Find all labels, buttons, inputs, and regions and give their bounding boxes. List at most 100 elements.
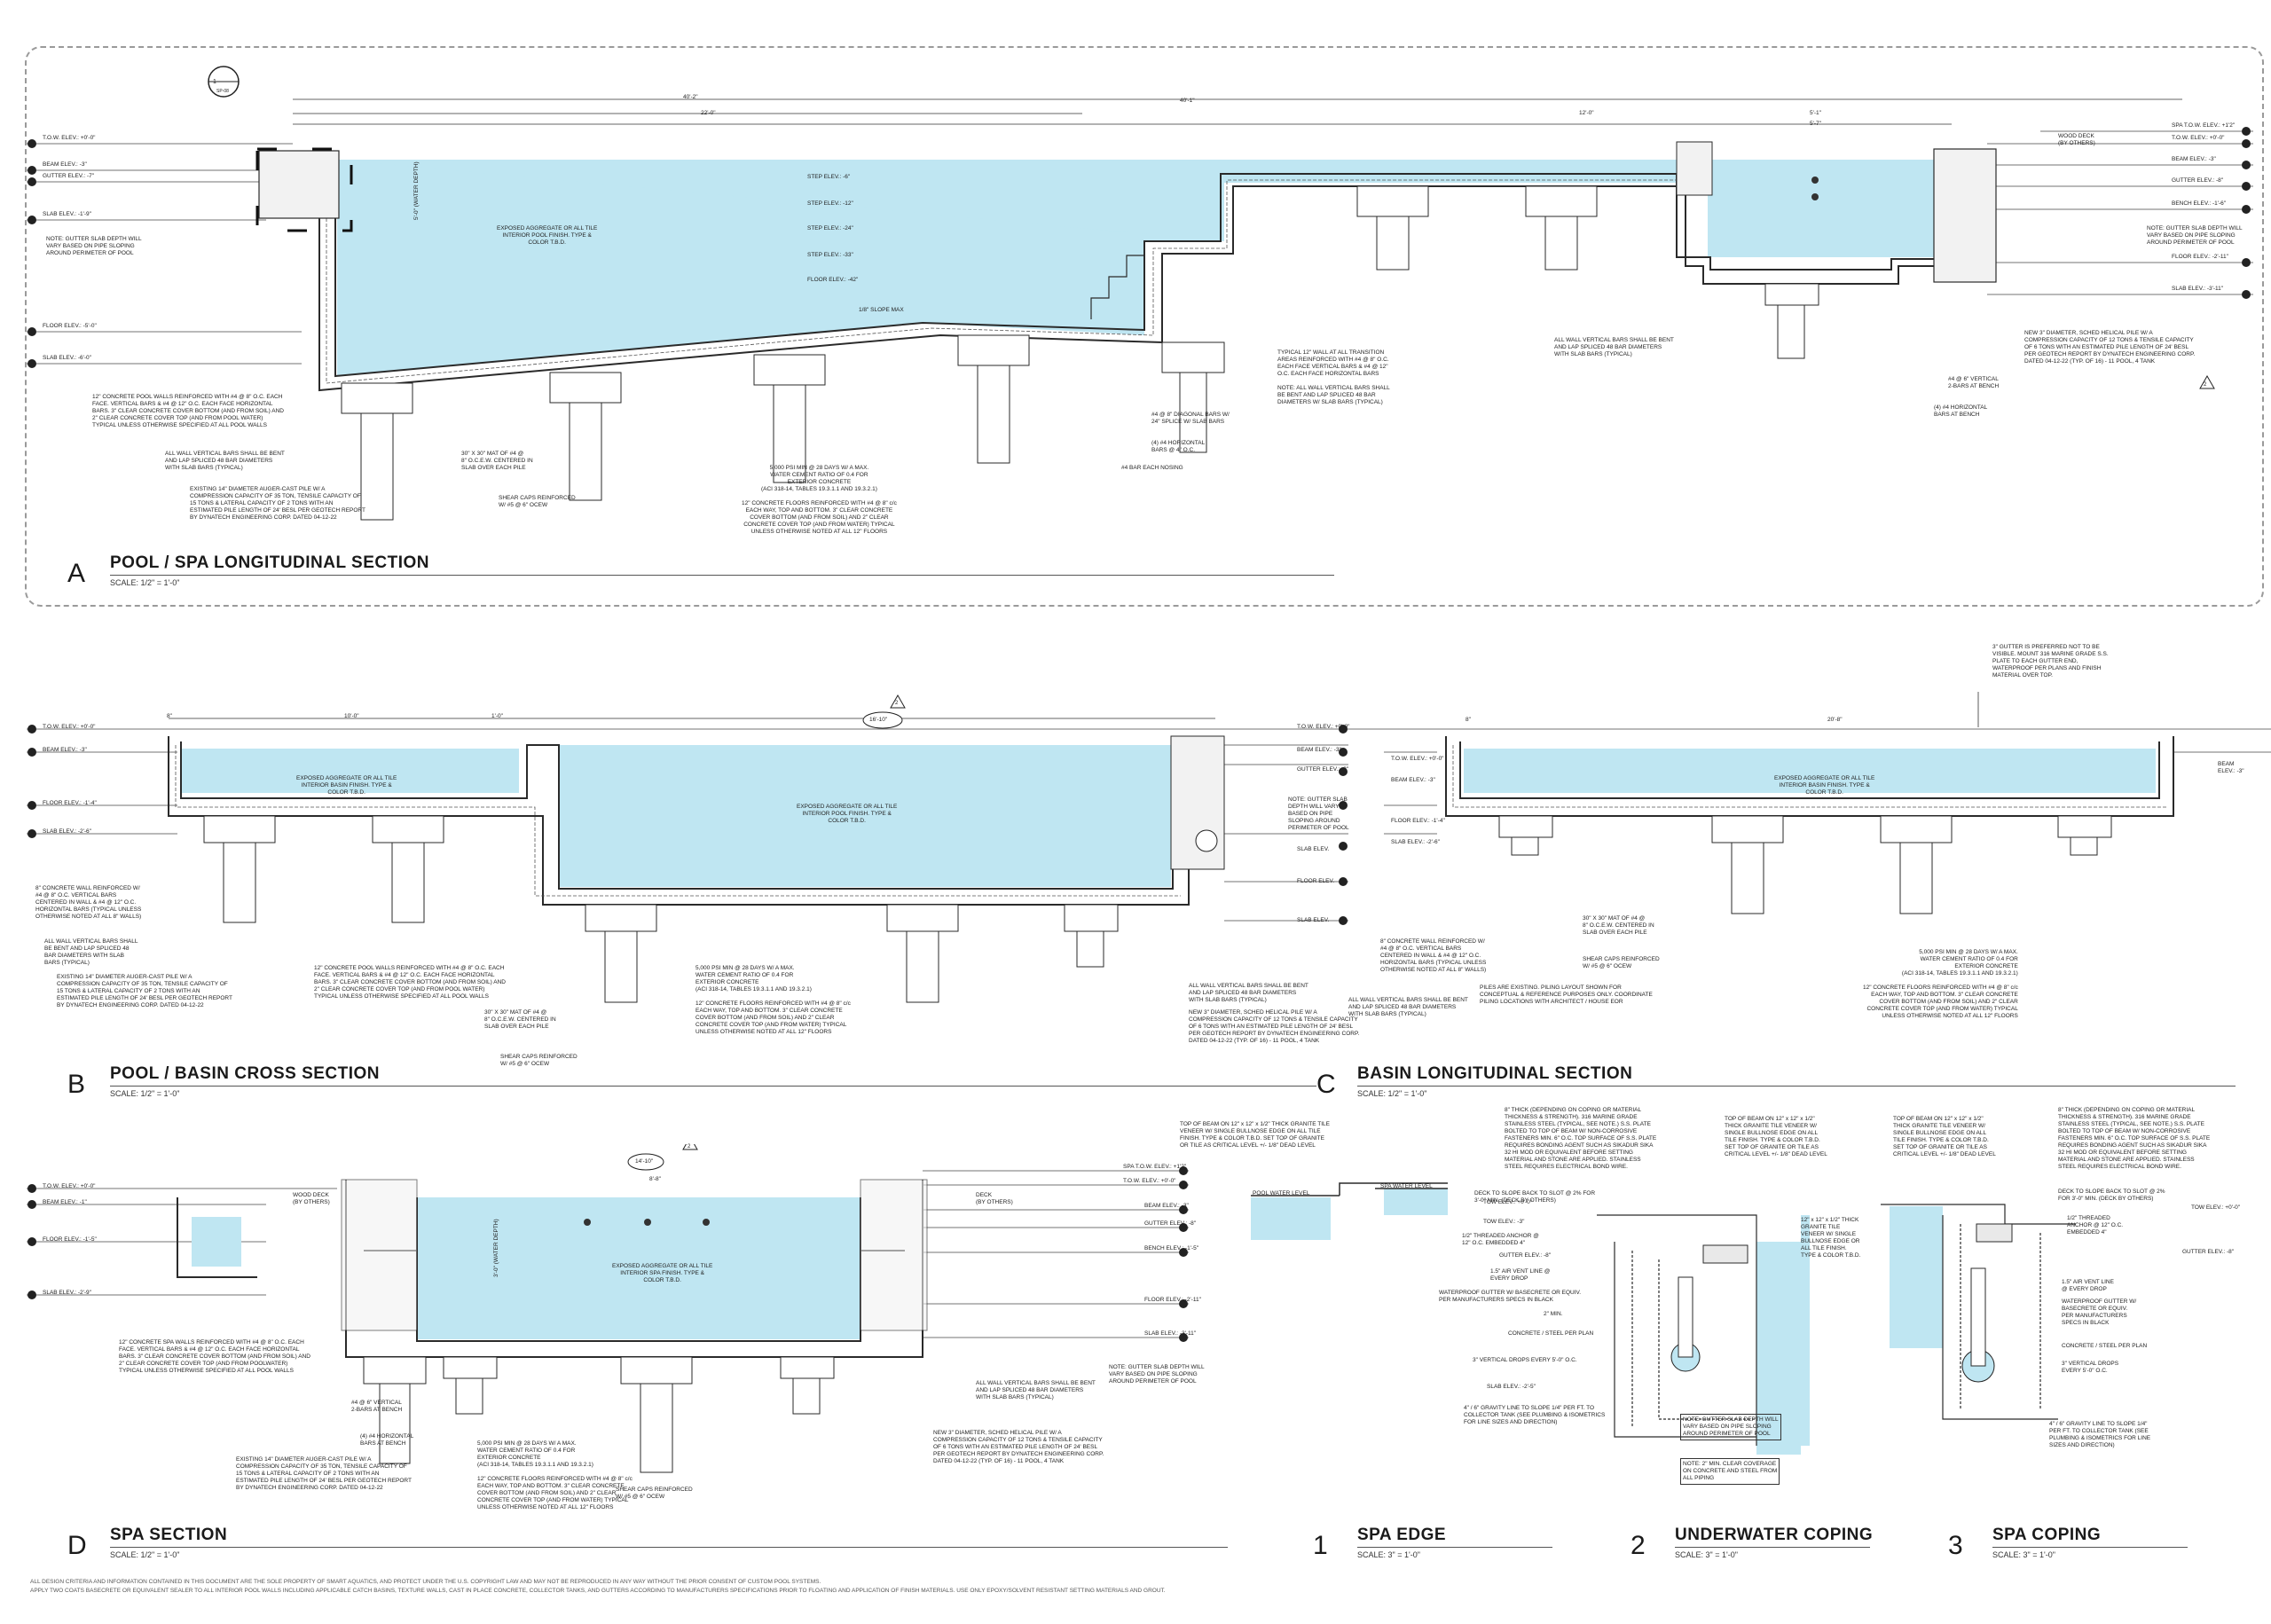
detail-3-drawing <box>1881 1204 2076 1420</box>
section-a-drawing <box>27 66 2253 521</box>
section-c-title: BASIN LONGITUDINAL SECTION <box>1357 1064 1633 1083</box>
d-elev-r-beam: BEAM ELEV.: -3" <box>1144 1203 1189 1209</box>
a-elev-r-floor: FLOOR ELEV.: -2'-11" <box>2172 254 2228 260</box>
section-a-letter: A <box>67 559 86 588</box>
a-elev-slab: SLAB ELEV.: -1'-9" <box>43 211 91 217</box>
d-note-floor: 5,000 PSI MIN @ 28 DAYS W/ A MAX. WATER … <box>477 1440 633 1510</box>
d1-pool-water: POOL WATER LEVEL <box>1253 1190 1310 1196</box>
a-note-vert: ALL WALL VERTICAL BARS SHALL BE BENT AND… <box>165 451 285 471</box>
a-elev-r-bench: BENCH ELEV.: -1'-6" <box>2172 200 2227 207</box>
section-a-title: POOL / SPA LONGITUDINAL SECTION <box>110 553 429 572</box>
d2-label-anchor: 1/2" THREADED ANCHOR @ 12" O.C. EMBEDDED… <box>1462 1233 1539 1246</box>
a-note-helical: NEW 3" DIAMETER, SCHED HELICAL PILE W/ A… <box>2024 330 2196 365</box>
b-elev-tow: T.O.W. ELEV.: +0'-0" <box>43 724 96 730</box>
d2-top-left: 8" THICK (DEPENDING ON COPING OR MATERIA… <box>1505 1107 1657 1170</box>
a-elev-gutter: GUTTER ELEV.: -7" <box>43 173 95 179</box>
d-note-vert: ALL WALL VERTICAL BARS SHALL BE BENT AND… <box>976 1380 1096 1400</box>
b-elev-r-tow: T.O.W. ELEV.: +0'-0" <box>1297 724 1350 730</box>
section-b-drawing <box>27 694 1384 1003</box>
b-dim-mid: 16'-10" <box>869 717 888 723</box>
section-c-letter: C <box>1316 1070 1336 1099</box>
a-note-floor: 5,000 PSI MIN @ 28 DAYS W/ A MAX. WATER … <box>742 465 897 535</box>
d2-side-note: 12" x 12" x 1/2" THICK GRANITE TILE VENE… <box>1801 1217 1861 1259</box>
b-elev-r-floor: FLOOR ELEV. <box>1297 878 1335 884</box>
d3-label-drops: 3" VERTICAL DROPS EVERY 5'-0" O.C. <box>2062 1361 2119 1374</box>
a-note-shear: SHEAR CAPS REINFORCED W/ #5 @ 6" OCEW <box>499 495 576 508</box>
b-finish-pool: EXPOSED AGGREGATE OR ALL TILE INTERIOR P… <box>797 804 898 824</box>
d2-label-gutter: GUTTER ELEV.: -8" <box>1499 1252 1552 1259</box>
c-note-piles: PILES ARE EXISTING. PILING LAYOUT SHOWN … <box>1480 985 1653 1005</box>
section-d-scale: SCALE: 1/2" = 1'-0" <box>110 1550 180 1559</box>
d-note-gutter: NOTE: GUTTER SLAB DEPTH WILL VARY BASED … <box>1109 1364 1205 1385</box>
d3-label-concrete: CONCRETE / STEEL PER PLAN <box>2062 1343 2148 1349</box>
d-water-depth: 3'-0" (WATER DEPTH) <box>493 1219 499 1277</box>
d-dim-overall: 14'-10" <box>635 1158 654 1165</box>
d-elev-tow: T.O.W. ELEV.: +0'-0" <box>43 1183 96 1189</box>
section-c-drawing <box>1384 692 2271 914</box>
d-note-bench2: (4) #4 HORIZONTAL BARS AT BENCH <box>360 1433 414 1447</box>
b-elev-floor: FLOOR ELEV.: -1'-4" <box>43 800 97 806</box>
d-elev-r-tow: T.O.W. ELEV.: +0'-0" <box>1123 1178 1176 1184</box>
b-dim-w2: 8" <box>167 713 172 719</box>
a-dim-seg2: 12'-0" <box>1579 110 1594 116</box>
d-finish: EXPOSED AGGREGATE OR ALL TILE INTERIOR S… <box>612 1263 713 1283</box>
footer-line-1: ALL DESIGN CRITERIA AND INFORMATION CONT… <box>30 1579 821 1585</box>
c-elev-floor: FLOOR ELEV.: -1'-4" <box>1391 818 1445 824</box>
d2-label-waterproof: WATERPROOF GUTTER W/ BASECRETE OR EQUIV.… <box>1439 1290 1582 1303</box>
a-water-depth: 5'-0" (WATER DEPTH) <box>413 161 420 220</box>
a-elev-r-slab: SLAB ELEV.: -3'-11" <box>2172 286 2224 292</box>
d2-label-vent: 1.5" AIR VENT LINE @ EVERY DROP <box>1490 1268 1551 1282</box>
b-elev-r-slab2: SLAB ELEV. <box>1297 917 1330 923</box>
a-elev-beam: BEAM ELEV.: -3" <box>43 161 87 168</box>
a-elev-spa-tow: SPA T.O.W. ELEV.: +1'2" <box>2172 122 2236 129</box>
detail-3-rule <box>1992 1547 2188 1548</box>
section-b-letter: B <box>67 1070 86 1099</box>
b-elev-r-gutter: GUTTER ELEV.: -8" <box>1297 766 1349 773</box>
section-c-rule <box>1357 1086 2236 1087</box>
detail-2-title: UNDERWATER COPING <box>1675 1526 1874 1544</box>
b-revision: 2 <box>895 701 899 706</box>
a-note-pile: EXISTING 14" DIAMETER AUGER-CAST PILE W/… <box>190 486 365 521</box>
c-note-mat: 30" X 30" MAT OF #4 @ 8" O.C.E.W. CENTER… <box>1583 915 1654 936</box>
d2-note-cover: NOTE: 2" MIN. CLEAR COVERAGE ON CONCRETE… <box>1680 1458 1780 1485</box>
d2-note-gutter: NOTE: GUTTER SLAB DEPTH WILL VARY BASED … <box>1680 1414 1781 1440</box>
detail-callout[interactable] <box>208 66 240 98</box>
c-elev-beam: BEAM ELEV.: -3" <box>1391 777 1435 783</box>
b-note-spa-vert: ALL WALL VERTICAL BARS SHALL BE BENT AND… <box>1189 983 1308 1003</box>
a-dim-overall: 40'-2" <box>683 94 698 100</box>
b-note-pile: EXISTING 14" DIAMETER AUGER-CAST PILE W/… <box>57 974 232 1008</box>
section-d-drawing <box>27 1144 1189 1473</box>
c-elev-slab: SLAB ELEV.: -2'-6" <box>1391 839 1440 845</box>
a-note-bench2: (4) #4 HORIZONTAL BARS AT BENCH <box>1934 404 1988 418</box>
d3-label-gravity: 4" / 6" GRAVITY LINE TO SLOPE 1/4" PER F… <box>2049 1421 2151 1448</box>
d2-label-min: 2" MIN. <box>1544 1311 1563 1317</box>
a-finish-note: EXPOSED AGGREGATE OR ALL TILE INTERIOR P… <box>497 225 598 246</box>
d3-label-anchor: 1/2" THREADED ANCHOR @ 12" O.C. EMBEDDED… <box>2067 1215 2124 1236</box>
a-note-walls: 12" CONCRETE POOL WALLS REINFORCED WITH … <box>92 394 284 428</box>
a-elev-tow: T.O.W. ELEV.: +0'-0" <box>43 135 96 141</box>
c-note-gutter-top: 3" GUTTER IS PREFERRED NOT TO BE VISIBLE… <box>1992 644 2109 679</box>
a-dim-left: 40'-1" <box>1180 98 1195 104</box>
c-note-wall8: 8" CONCRETE WALL REINFORCED W/ #4 @ 8" O… <box>1380 938 1487 973</box>
a-note-trans: TYPICAL 12" WALL AT ALL TRANSITION AREAS… <box>1277 349 1390 405</box>
b-elev-slab: SLAB ELEV.: -2'-6" <box>43 828 91 835</box>
b-note-gutter: NOTE: GUTTER SLAB DEPTH WILL VARY BASED … <box>1288 796 1349 831</box>
d-note-walls: 12" CONCRETE SPA WALLS REINFORCED WITH #… <box>119 1339 310 1374</box>
b-note-shear: SHEAR CAPS REINFORCED W/ #5 @ 6" OCEW <box>500 1054 578 1067</box>
b-note-wall8: 8" CONCRETE WALL REINFORCED W/ #4 @ 8" O… <box>35 885 142 920</box>
revision-cloud <box>25 46 2264 607</box>
callout-number: 1 <box>213 79 216 85</box>
a-note-nosing: #4 BAR EACH NOSING <box>1121 465 1183 471</box>
d-elev-beam: BEAM ELEV.: -1" <box>43 1199 87 1205</box>
d-elev-r-floor: FLOOR ELEV.: -2'-11" <box>1144 1297 1201 1303</box>
d-elev-r-spa: SPA T.O.W. ELEV.: +1'2" <box>1123 1164 1187 1170</box>
d3-label-deck: DECK TO SLOPE BACK TO SLOT @ 2% FOR 3'-0… <box>2058 1189 2165 1202</box>
a-elev-r-beam: BEAM ELEV.: -3" <box>2172 156 2216 162</box>
detail-1-rule <box>1357 1547 1552 1548</box>
section-b-rule <box>110 1086 1316 1087</box>
a-elev-floor: FLOOR ELEV.: -5'-0" <box>43 323 97 329</box>
d-note-shear: SHEAR CAPS REINFORCED W/ #5 @ 6" OCEW <box>616 1487 693 1500</box>
c-finish: EXPOSED AGGREGATE OR ALL TILE INTERIOR B… <box>1774 775 1875 796</box>
d1-spa-water: SPA WATER LEVEL <box>1380 1183 1433 1189</box>
a-step-1: STEP ELEV.: -6" <box>807 174 851 180</box>
